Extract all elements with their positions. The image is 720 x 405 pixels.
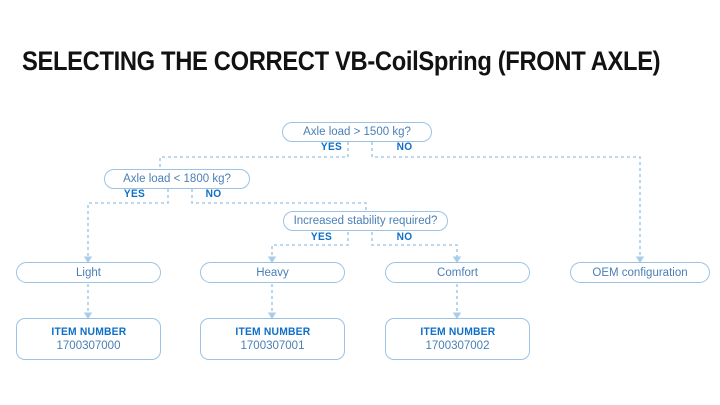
decision-node-axle-load-1500[interactable]: Axle load > 1500 kg?	[282, 122, 432, 142]
result-node-heavy[interactable]: Heavy	[200, 262, 345, 283]
wire-d2-yes	[83, 189, 169, 264]
branch-label-d2-no: NO	[205, 188, 222, 200]
item-number-box-2[interactable]: ITEM NUMBER 1700307001	[200, 318, 345, 360]
wire-d2-no	[191, 189, 367, 211]
decision-label: Increased stability required?	[293, 215, 438, 227]
item-number-heading: ITEM NUMBER	[50, 326, 127, 338]
item-number-box-1[interactable]: ITEM NUMBER 1700307000	[16, 318, 161, 360]
item-number-value: 1700307002	[425, 340, 490, 352]
branch-label-d3-yes: YES	[310, 231, 333, 243]
decision-label: Axle load < 1800 kg?	[123, 173, 231, 185]
decision-node-increased-stability[interactable]: Increased stability required?	[283, 211, 448, 231]
wire-d3-yes	[267, 232, 349, 264]
result-label: Light	[76, 266, 101, 279]
result-label: OEM configuration	[592, 266, 688, 279]
item-number-value: 1700307000	[56, 340, 121, 352]
branch-label-d1-yes: YES	[320, 141, 343, 153]
branch-label-d1-no: NO	[396, 141, 413, 153]
decision-label: Axle load > 1500 kg?	[303, 126, 411, 138]
item-number-heading: ITEM NUMBER	[419, 326, 496, 338]
branch-label-d3-no: NO	[396, 231, 413, 243]
wire-d1-no	[371, 142, 645, 264]
result-node-light[interactable]: Light	[16, 262, 161, 283]
result-label: Heavy	[256, 266, 289, 279]
item-number-value: 1700307001	[240, 340, 305, 352]
item-number-heading: ITEM NUMBER	[234, 326, 311, 338]
result-node-comfort[interactable]: Comfort	[385, 262, 530, 283]
result-node-oem[interactable]: OEM configuration	[570, 262, 710, 283]
item-number-box-3[interactable]: ITEM NUMBER 1700307002	[385, 318, 530, 360]
page-title: SELECTING THE CORRECT VB-CoilSpring (FRO…	[22, 46, 661, 76]
branch-label-d2-yes: YES	[123, 188, 146, 200]
decision-node-axle-load-1800[interactable]: Axle load < 1800 kg?	[104, 169, 250, 189]
result-label: Comfort	[437, 266, 478, 279]
wire-d3-no	[371, 232, 462, 264]
wire-d1-yes	[159, 142, 349, 169]
